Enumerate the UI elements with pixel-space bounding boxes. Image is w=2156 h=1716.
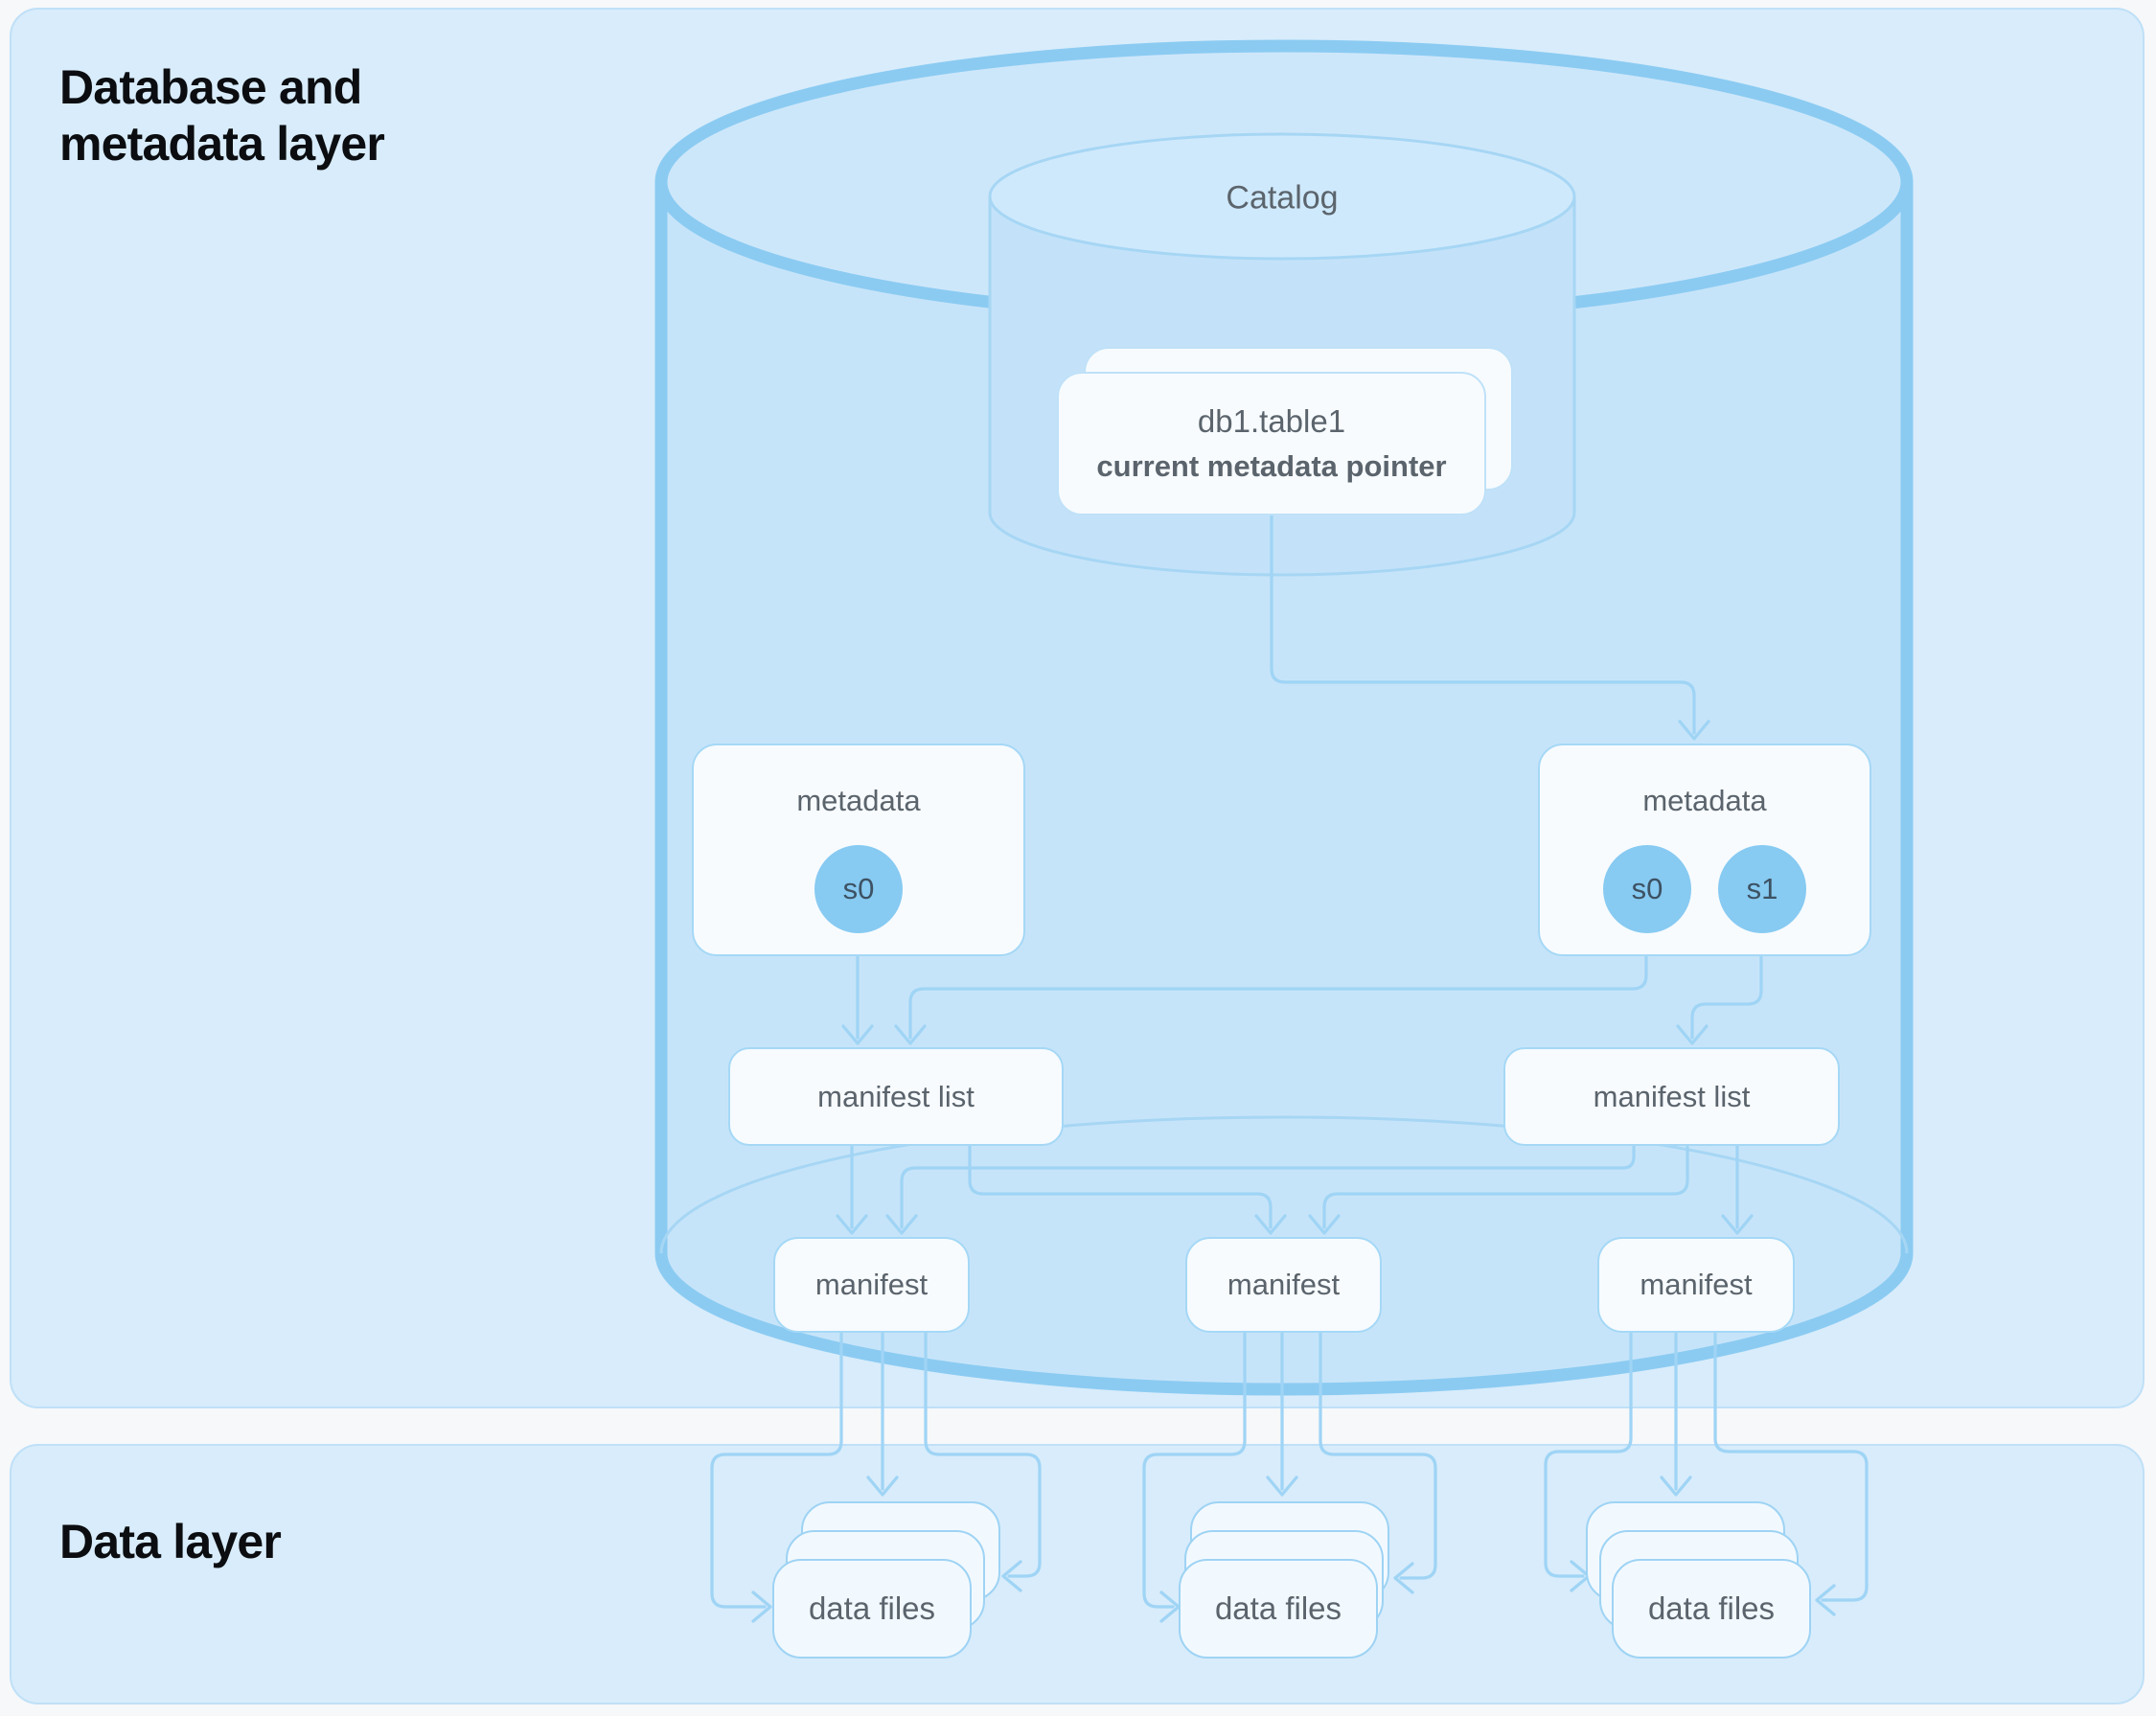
data-layer-panel [10, 1444, 2145, 1705]
manifest-list-left: manifest list [728, 1047, 1064, 1146]
metadata-file-right-label: metadata [1642, 784, 1767, 817]
snapshot-s0-badge: s0 [814, 845, 903, 933]
manifest-list-right: manifest list [1503, 1047, 1840, 1146]
metadata-layer-panel [10, 8, 2145, 1408]
metadata-file-right: metadata s0 s1 [1538, 744, 1871, 956]
catalog-card-table-name: db1.table1 [1197, 403, 1346, 439]
metadata-layer-title-line2: metadata layer [59, 117, 385, 171]
data-files-left: data files [772, 1559, 972, 1659]
metadata-file-left-label: metadata [796, 784, 921, 817]
manifest-middle: manifest [1185, 1237, 1382, 1333]
snapshot-s0-badge: s0 [1603, 845, 1691, 933]
manifest-left: manifest [773, 1237, 970, 1333]
metadata-file-left: metadata s0 [692, 744, 1025, 956]
manifest-right: manifest [1597, 1237, 1795, 1333]
data-files-middle: data files [1179, 1559, 1378, 1659]
catalog-label: Catalog [1226, 179, 1339, 217]
metadata-layer-title: Database and metadata layer [59, 59, 385, 172]
metadata-layer-title-line1: Database and [59, 60, 362, 114]
data-layer-title: Data layer [59, 1515, 282, 1568]
catalog-card: db1.table1 current metadata pointer [1057, 372, 1486, 515]
snapshot-s1-badge: s1 [1718, 845, 1806, 933]
catalog-card-pointer-label: current metadata pointer [1096, 449, 1447, 483]
data-files-right: data files [1612, 1559, 1811, 1659]
